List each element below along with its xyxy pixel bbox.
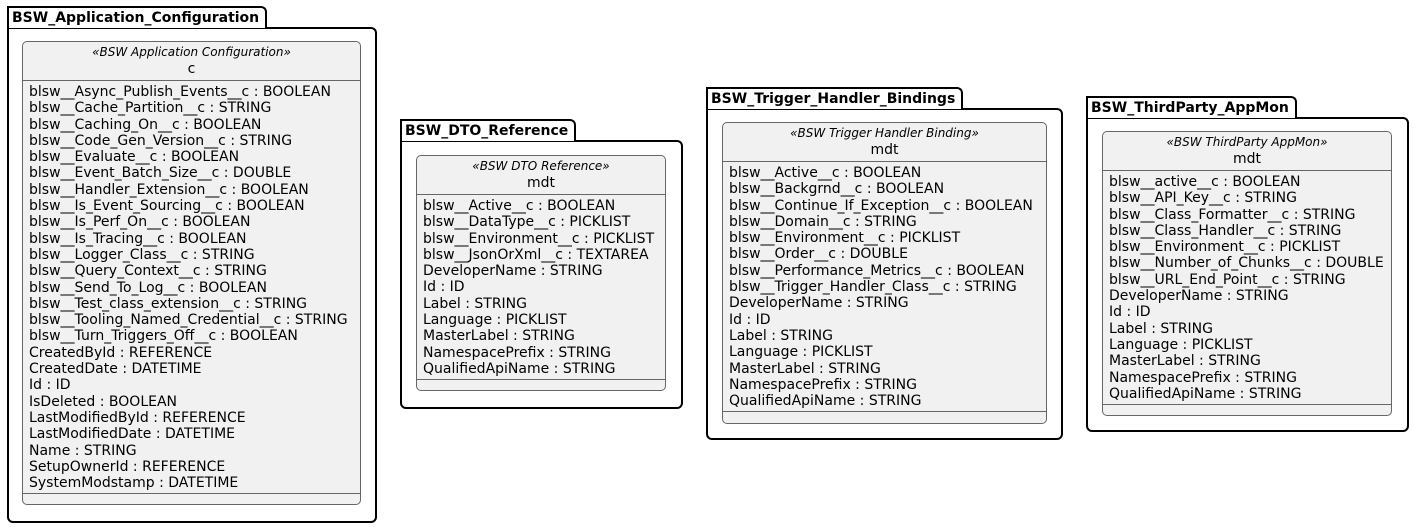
class-attribute: Id : ID <box>423 279 465 296</box>
class-attribute: blsw__active__c : BOOLEAN <box>1109 174 1301 190</box>
package-bsw-trigger-handler-bindings: BSW_Trigger_Handler_Bindings «BSW Trigge… <box>706 87 1063 440</box>
class-attribute: DeveloperName : STRING <box>423 263 603 280</box>
class-name: mdt <box>1232 151 1261 167</box>
class-attribute: blsw__Is_Perf_On__c : BOOLEAN <box>29 214 251 231</box>
class-stereotype: «BSW Application Configuration» <box>92 45 291 59</box>
package-bsw-application-configuration: BSW_Application_Configuration «BSW Appli… <box>7 6 377 523</box>
class-attribute: blsw__Code_Gen_Version__c : STRING <box>29 132 293 149</box>
class-attribute: Label : STRING <box>423 295 528 312</box>
class-attribute: Id : ID <box>29 377 71 394</box>
class-attribute: CreatedById : REFERENCE <box>29 344 213 361</box>
class-attribute: blsw__Class_Handler__c : STRING <box>1109 222 1342 239</box>
package-title: BSW_Application_Configuration <box>7 6 268 28</box>
class-attribute: Language : PICKLIST <box>423 312 567 329</box>
class-attribute: blsw__Backgrnd__c : BOOLEAN <box>729 181 945 198</box>
class-attribute: Language : PICKLIST <box>1109 336 1253 353</box>
method-compartment <box>23 493 360 502</box>
class-attribute: MasterLabel : STRING <box>1109 353 1261 370</box>
class-box: «BSW DTO Reference» mdt blsw__Active__c … <box>416 155 666 391</box>
class-attribute: blsw__Tooling_Named_Credential__c : STRI… <box>29 312 348 329</box>
class-attribute: LastModifiedDate : DATETIME <box>29 426 236 443</box>
class-attribute: Id : ID <box>1109 304 1151 321</box>
class-header: «BSW DTO Reference» mdt <box>417 156 665 195</box>
class-header: «BSW Application Configuration» c <box>23 42 360 81</box>
class-attribute: MasterLabel : STRING <box>729 360 881 377</box>
class-stereotype: «BSW ThirdParty AppMon» <box>1166 135 1328 149</box>
package-title: BSW_Trigger_Handler_Bindings <box>706 87 964 109</box>
class-attribute: Name : STRING <box>29 442 137 459</box>
method-compartment <box>723 411 1046 420</box>
class-attribute: blsw__Active__c : BOOLEAN <box>729 165 922 181</box>
class-attribute: QualifiedApiName : STRING <box>729 393 922 410</box>
method-compartment <box>417 379 665 388</box>
class-name: mdt <box>526 175 555 191</box>
package-title: BSW_ThirdParty_AppMon <box>1086 96 1297 118</box>
class-attribute: blsw__API_Key__c : STRING <box>1109 190 1297 207</box>
class-attribute: blsw__Logger_Class__c : STRING <box>29 246 255 263</box>
class-attribute: blsw__Caching_On__c : BOOLEAN <box>29 116 262 133</box>
class-attribute: blsw__Query_Context__c : STRING <box>29 263 267 280</box>
class-attribute: blsw__Continue_If_Exception__c : BOOLEAN <box>729 197 1033 214</box>
class-attribute: blsw__Trigger_Handler_Class__c : STRING <box>729 279 1017 296</box>
class-attribute: blsw__Handler_Extension__c : BOOLEAN <box>29 181 309 198</box>
class-attribute: blsw__Active__c : BOOLEAN <box>423 198 616 214</box>
class-attribute: blsw__Cache_Partition__c : STRING <box>29 100 272 117</box>
class-attribute: blsw__Test_class_extension__c : STRING <box>29 295 308 312</box>
class-attribute: Label : STRING <box>729 327 834 344</box>
class-attribute: blsw__Async_Publish_Events__c : BOOLEAN <box>29 84 331 100</box>
class-attribute: SystemModstamp : DATETIME <box>29 475 239 492</box>
class-attribute: blsw__URL_End_Point__c : STRING <box>1109 271 1346 288</box>
class-box: «BSW Trigger Handler Binding» mdt blsw__… <box>722 122 1047 424</box>
class-attribute: NamespacePrefix : STRING <box>1109 369 1297 386</box>
class-name: c <box>187 61 196 77</box>
class-attribute: DeveloperName : STRING <box>1109 288 1289 305</box>
class-attribute: LastModifiedById : REFERENCE <box>29 409 246 426</box>
class-attribute: blsw__Number_of_Chunks__c : DOUBLE <box>1109 255 1384 272</box>
class-attribute: blsw__JsonOrXml__c : TEXTAREA <box>423 246 649 263</box>
class-attribute: blsw__Class_Formatter__c : STRING <box>1109 206 1356 223</box>
class-attribute: DeveloperName : STRING <box>729 295 909 312</box>
class-box: «BSW ThirdParty AppMon» mdt blsw__active… <box>1102 131 1392 416</box>
class-attribute: NamespacePrefix : STRING <box>729 376 917 393</box>
class-attribute: blsw__Order__c : DOUBLE <box>729 246 908 263</box>
class-stereotype: «BSW Trigger Handler Binding» <box>790 126 979 140</box>
class-attribute: blsw__Evaluate__c : BOOLEAN <box>29 149 240 166</box>
class-attribute: blsw__Environment__c : PICKLIST <box>423 230 655 247</box>
package-bsw-dto-reference: BSW_DTO_Reference «BSW DTO Reference» md… <box>400 119 683 409</box>
class-attribute: blsw__Domain__c : STRING <box>729 213 917 230</box>
class-attribute: blsw__Event_Batch_Size__c : DOUBLE <box>29 165 292 182</box>
class-attribute: blsw__DataType__c : PICKLIST <box>423 214 631 231</box>
class-attribute: blsw__Performance_Metrics__c : BOOLEAN <box>729 262 1025 279</box>
class-attribute: Label : STRING <box>1109 320 1214 337</box>
class-attribute: Id : ID <box>729 311 771 328</box>
class-attribute: QualifiedApiName : STRING <box>423 360 616 377</box>
class-header: «BSW ThirdParty AppMon» mdt <box>1103 132 1391 171</box>
package-title: BSW_DTO_Reference <box>400 119 577 141</box>
class-name: mdt <box>870 142 899 158</box>
class-stereotype: «BSW DTO Reference» <box>472 159 610 173</box>
class-header: «BSW Trigger Handler Binding» mdt <box>723 123 1046 162</box>
class-attribute: NamespacePrefix : STRING <box>423 344 611 361</box>
method-compartment <box>1103 404 1391 413</box>
class-attribute: MasterLabel : STRING <box>423 328 575 345</box>
class-attribute: blsw__Environment__c : PICKLIST <box>1109 239 1341 256</box>
class-attribute: blsw__Send_To_Log__c : BOOLEAN <box>29 279 267 296</box>
class-attribute: blsw__Is_Event_Sourcing__c : BOOLEAN <box>29 198 305 215</box>
class-attribute: QualifiedApiName : STRING <box>1109 385 1302 402</box>
class-attribute: SetupOwnerId : REFERENCE <box>29 458 226 475</box>
class-attribute: blsw__Turn_Triggers_Off__c : BOOLEAN <box>29 328 298 345</box>
class-attribute: Language : PICKLIST <box>729 344 873 361</box>
class-attribute: CreatedDate : DATETIME <box>29 361 202 378</box>
class-attribute: blsw__Is_Tracing__c : BOOLEAN <box>29 230 247 247</box>
class-attribute: blsw__Environment__c : PICKLIST <box>729 230 961 247</box>
class-attribute: IsDeleted : BOOLEAN <box>29 393 178 410</box>
package-bsw-thirdparty-appmon: BSW_ThirdParty_AppMon «BSW ThirdParty Ap… <box>1086 96 1409 432</box>
class-box: «BSW Application Configuration» c blsw__… <box>22 41 361 505</box>
